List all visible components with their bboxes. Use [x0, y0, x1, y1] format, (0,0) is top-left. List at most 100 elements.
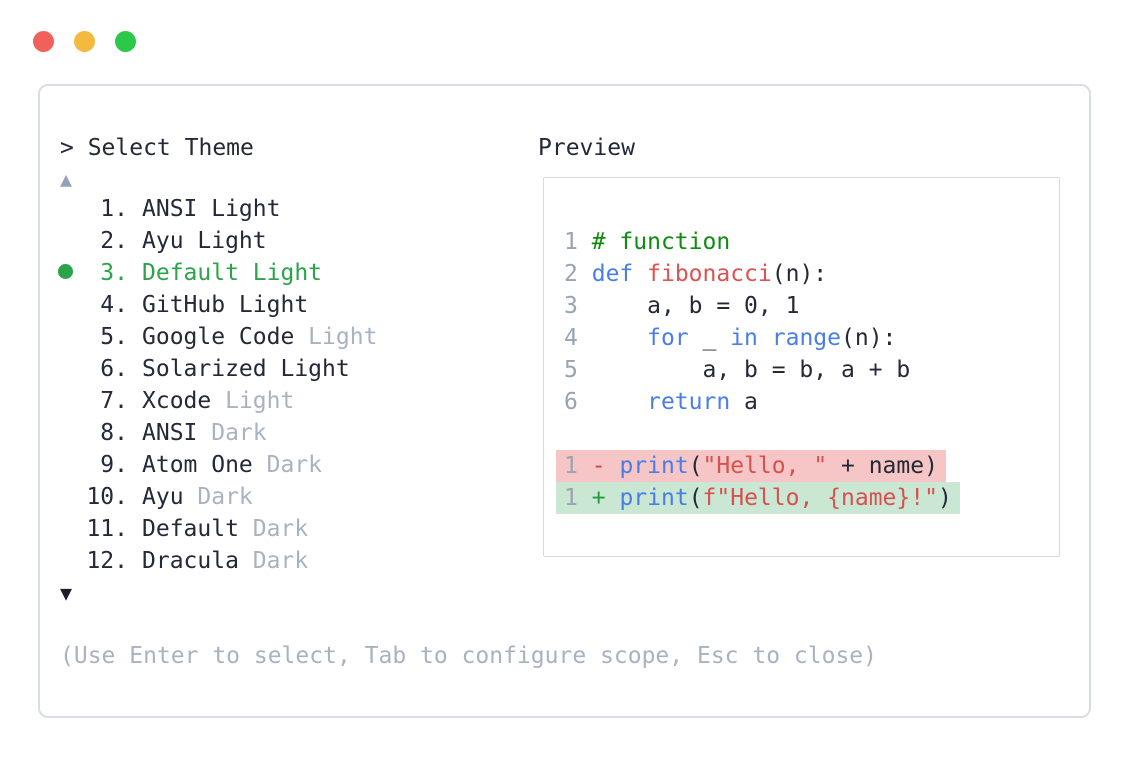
code-line: 5 a, b = b, a + b [564, 354, 1059, 386]
theme-list-item[interactable]: 7.Xcode Light [60, 385, 377, 417]
scroll-down-icon[interactable]: ▼ [60, 581, 73, 605]
theme-list-item[interactable]: 8. ANSI Dark [60, 417, 377, 449]
line-number: 1 [564, 229, 578, 255]
code-token-plain [606, 485, 620, 511]
theme-number: 11. [86, 516, 128, 542]
theme-name: Default Light [142, 260, 323, 286]
code-token-plain [633, 261, 647, 287]
theme-variant: Dark [197, 420, 267, 446]
theme-list: 1. ANSI Light 2. Ayu Light 3. Default Light 4.… [58, 193, 377, 577]
theme-name: Dracula [142, 548, 239, 574]
theme-list-item[interactable]: 5.Google Code Light [60, 321, 377, 353]
line-number: 1 [564, 453, 578, 479]
theme-name: Ayu [142, 484, 184, 510]
keyboard-hints: (Use Enter to select, Tab to configure s… [60, 643, 877, 669]
code-line: 6 return a [564, 386, 1059, 418]
theme-number: 12. [86, 548, 128, 574]
line-number: 6 [564, 389, 578, 415]
theme-variant: Dark [183, 484, 253, 510]
code-token-plain [592, 389, 647, 415]
code-token-string: "Hello, " [702, 453, 828, 479]
theme-name: ANSI [142, 420, 198, 446]
theme-name: Xcode [142, 388, 212, 414]
code-token-plain [606, 453, 620, 479]
code-token-plain: (n): [841, 325, 897, 351]
theme-number: 9. [100, 452, 128, 478]
theme-name: Google Code [142, 324, 295, 350]
theme-list-item[interactable]: 4.GitHub Light [60, 289, 377, 321]
code-token-plain: a, b = 0, 1 [591, 293, 800, 319]
theme-list-item[interactable]: 12. Dracula Dark [60, 545, 377, 577]
code-token-keyword: for [647, 325, 689, 351]
theme-list-item[interactable]: 2. Ayu Light [60, 225, 377, 257]
code-token-plain [592, 325, 647, 351]
theme-number: 2. [100, 228, 128, 254]
code-token-minus: - [591, 453, 606, 479]
theme-variant: Dark [252, 452, 323, 478]
theme-list-item[interactable]: 10. Ayu Dark [60, 481, 377, 513]
code-line [564, 418, 1059, 450]
line-number: 3 [564, 293, 578, 319]
code-token-plain: (n): [771, 261, 828, 287]
code-token-comment: # function [591, 229, 731, 255]
theme-list-item[interactable]: 1. ANSI Light [60, 193, 377, 225]
code-token-keyword: return [647, 389, 731, 415]
selected-marker [58, 257, 86, 289]
code-token-keyword: range [771, 325, 842, 351]
preview-label: Preview [538, 135, 635, 161]
theme-list-item[interactable]: 3. Default Light [58, 257, 377, 289]
theme-number: 4. [100, 292, 128, 318]
theme-number: 6. [100, 356, 128, 382]
theme-variant: Dark [238, 516, 309, 542]
code-line: 3 a, b = 0, 1 [564, 290, 1059, 322]
theme-name: Default [142, 516, 239, 542]
code-line: 1 + print(f"Hello, {name}!") [556, 482, 1059, 514]
theme-name: Ayu Light [142, 228, 267, 254]
line-number: 4 [564, 325, 578, 351]
code-token-plain: a [730, 389, 758, 415]
diff-added-line: 1 + print(f"Hello, {name}!") [556, 482, 960, 514]
theme-number: 3. [100, 260, 128, 286]
code-line: 1 # function [564, 226, 1059, 258]
code-token-keyword: print [619, 485, 689, 511]
code-token-plus: + [591, 485, 606, 511]
theme-number: 1. [100, 196, 128, 222]
theme-number: 10. [86, 484, 128, 510]
theme-name: Atom One [142, 452, 253, 478]
theme-list-item[interactable]: 11. Default Dark [60, 513, 377, 545]
close-button[interactable] [33, 31, 54, 52]
theme-name: Solarized Light [142, 356, 350, 382]
theme-name: ANSI Light [142, 196, 281, 222]
code-token-string: f"Hello, {name}!" [702, 485, 938, 511]
code-token-plain: + name) [827, 453, 938, 479]
code-line: 2 def fibonacci(n): [564, 258, 1059, 290]
theme-list-item[interactable]: 6. Solarized Light [60, 353, 377, 385]
code-token-plain [758, 325, 772, 351]
code-token-plain: ( [688, 453, 703, 479]
theme-number: 7. [100, 388, 128, 414]
theme-variant: Dark [238, 548, 309, 574]
code-line: 4 for _ in range(n): [564, 322, 1059, 354]
selected-marker-icon [58, 264, 73, 279]
code-token-function: fibonacci [647, 261, 772, 287]
code-token-plain: a, b = b, a + b [591, 357, 911, 383]
scroll-up-icon[interactable]: ▲ [60, 167, 73, 191]
maximize-button[interactable] [115, 31, 136, 52]
diff-removed-line: 1 - print("Hello, " + name) [556, 450, 946, 482]
code-line: 1 - print("Hello, " + name) [556, 450, 1059, 482]
minimize-button[interactable] [74, 31, 95, 52]
code-token-keyword: in [730, 325, 758, 351]
theme-list-item[interactable]: 9. Atom One Dark [60, 449, 377, 481]
code-token-plain: ) [937, 485, 952, 511]
code-token-plain: _ [688, 325, 731, 351]
code-token-keyword: def [591, 261, 634, 287]
theme-number: 8. [100, 420, 128, 446]
code-token-keyword: print [619, 453, 689, 479]
line-number: 2 [564, 261, 578, 287]
theme-variant: Light [294, 324, 378, 350]
line-number: 1 [564, 485, 578, 511]
